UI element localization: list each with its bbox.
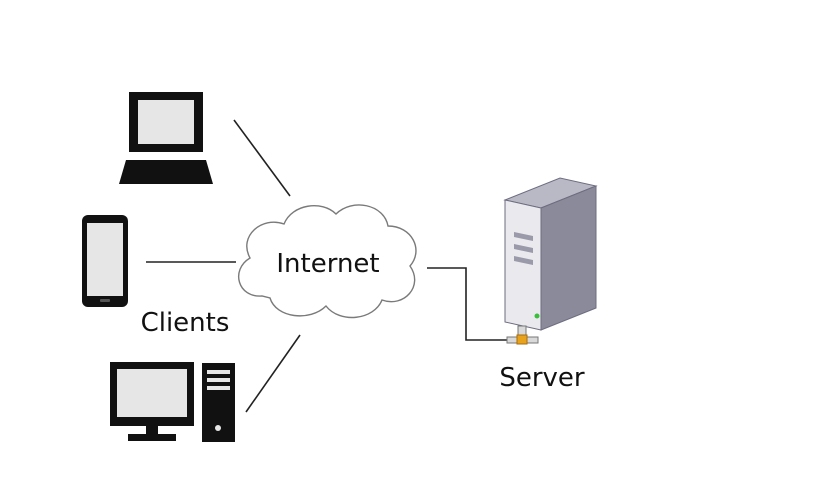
clients-label: Clients	[141, 308, 230, 338]
internet-cloud	[238, 204, 417, 319]
laptop-link	[233, 119, 291, 197]
pc-tower-icon	[202, 363, 235, 442]
internet-label: Internet	[276, 249, 379, 279]
server-led	[534, 313, 540, 319]
desktop-computer-icon	[110, 362, 235, 442]
server-tower-icon	[503, 177, 598, 331]
server-label: Server	[499, 363, 585, 393]
smartphone-icon	[82, 215, 128, 307]
server-link	[427, 267, 508, 341]
laptop-icon	[119, 92, 213, 184]
connection-lines	[146, 119, 508, 413]
network-connector-icon	[506, 325, 539, 345]
desktop-link	[245, 334, 301, 413]
